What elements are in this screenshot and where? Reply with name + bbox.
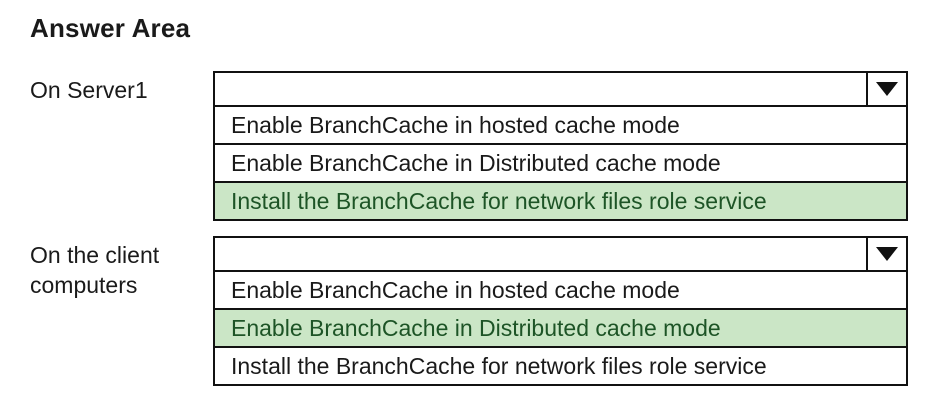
option-server1-install-role-service[interactable]: Install the BranchCache for network file… [215,181,906,219]
page-title: Answer Area [30,13,191,43]
option-server1-hosted-cache-mode[interactable]: Enable BranchCache in hosted cache mode [215,105,906,143]
selected-value-server1 [215,73,866,105]
question-label-client-computers: On the client computers [30,242,160,298]
question-label-server1: On Server1 [30,77,148,103]
answer-area: Answer Area On Server1 Enable BranchCach… [30,13,927,386]
dropdown-server1: Enable BranchCache in hosted cache mode … [213,71,908,221]
selected-value-client-computers [215,238,866,270]
option-server1-distributed-cache-mode[interactable]: Enable BranchCache in Distributed cache … [215,143,906,181]
option-client-hosted-cache-mode[interactable]: Enable BranchCache in hosted cache mode [215,270,906,308]
dropdown-arrow-button-client-computers[interactable] [866,238,906,270]
caret-down-icon [876,247,898,261]
option-client-distributed-cache-mode[interactable]: Enable BranchCache in Distributed cache … [215,308,906,346]
question-block-server1: On Server1 Enable BranchCache in hosted … [30,71,927,221]
option-client-install-role-service[interactable]: Install the BranchCache for network file… [215,346,906,384]
dropdown-client-computers: Enable BranchCache in hosted cache mode … [213,236,908,386]
question-block-client-computers: On the client computers Enable BranchCac… [30,236,927,386]
dropdown-select-client-computers[interactable] [215,238,906,270]
dropdown-select-server1[interactable] [215,73,906,105]
dropdown-arrow-button-server1[interactable] [866,73,906,105]
caret-down-icon [876,82,898,96]
